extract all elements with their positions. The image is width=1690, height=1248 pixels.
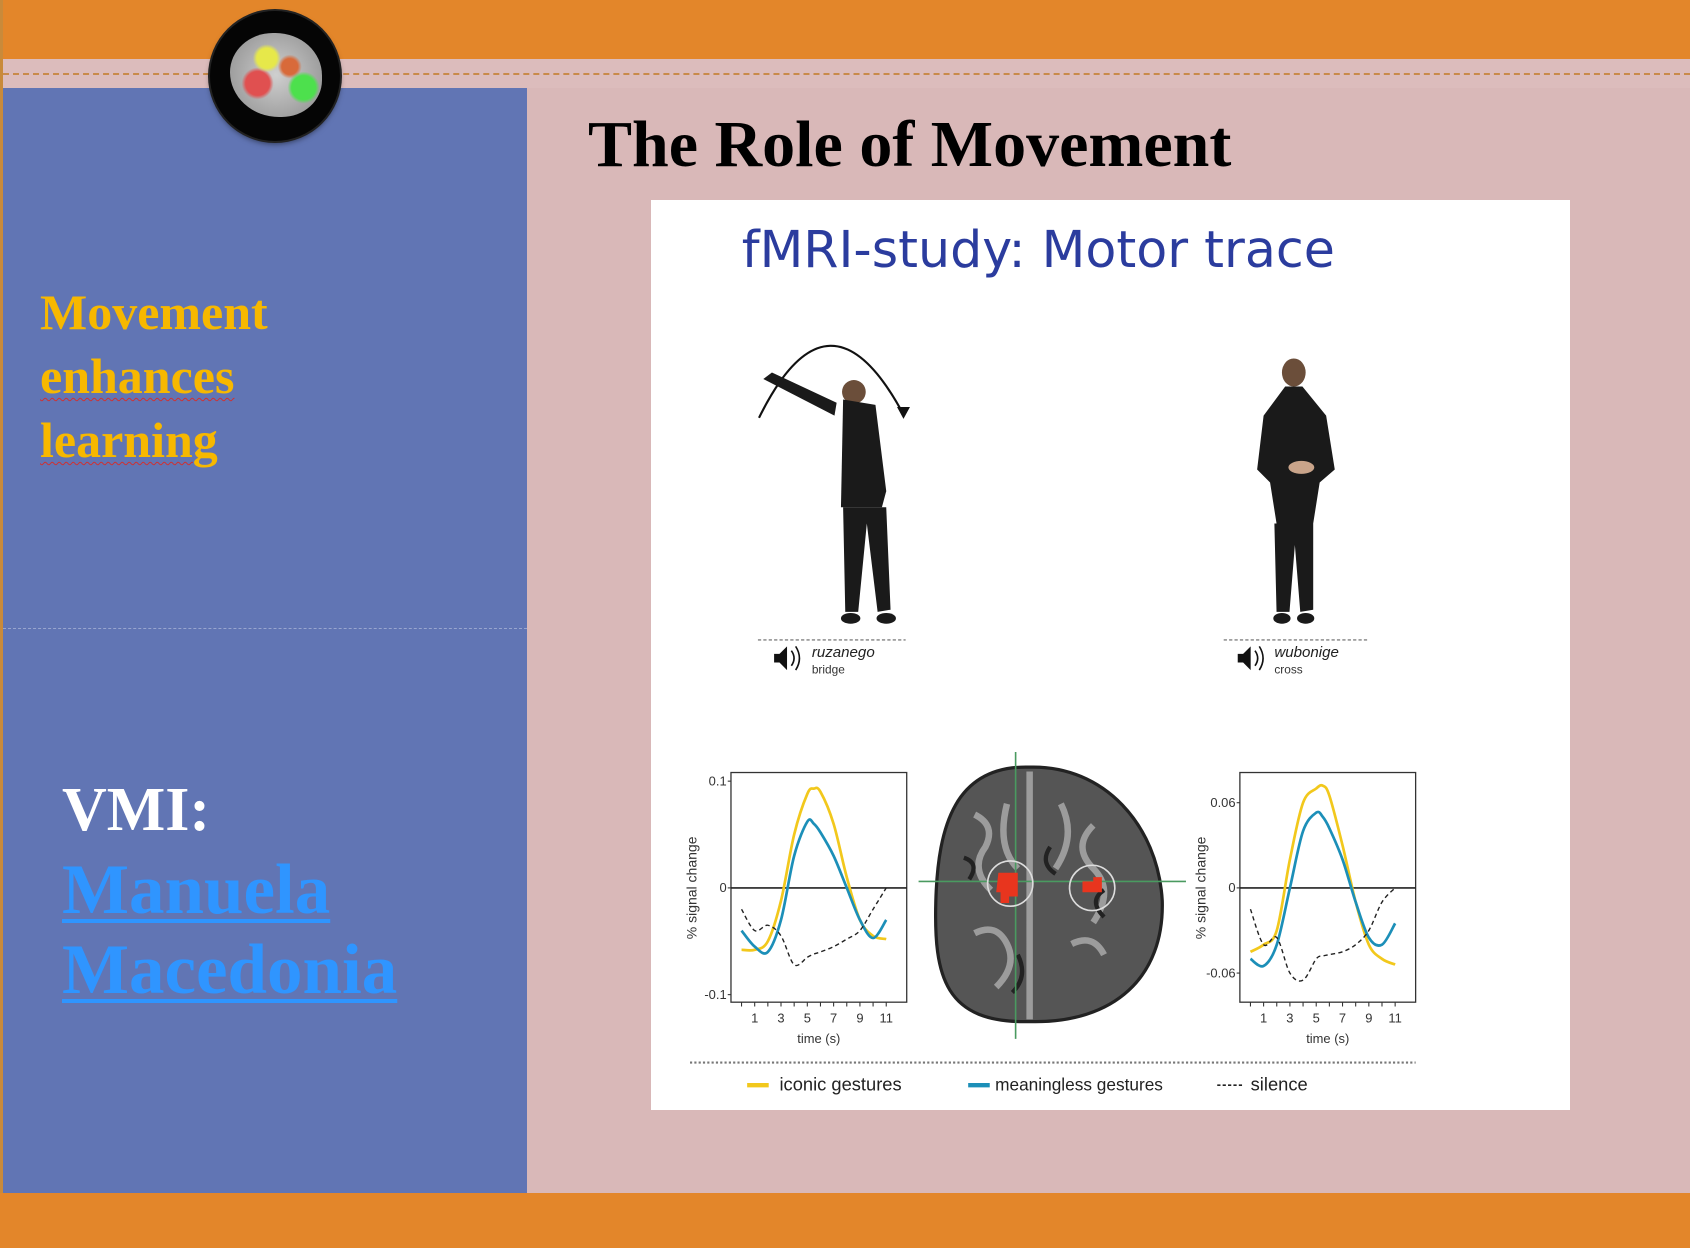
brain-logo-icon <box>210 11 340 141</box>
x-tick-label: 7 <box>830 1011 837 1026</box>
x-tick-label: 3 <box>777 1011 784 1026</box>
vmi-block: VMI: Manuela Macedonia <box>62 770 397 1010</box>
series-line-silence <box>740 887 887 967</box>
heading-line: Movement <box>40 284 268 340</box>
y-tick-label: 0 <box>719 880 726 895</box>
gesture-person-left <box>758 344 910 624</box>
speaker-icon[interactable] <box>774 645 801 671</box>
sidebar-panel <box>3 88 527 1193</box>
header-dashed-divider <box>3 73 1690 75</box>
arrow-head <box>897 407 910 419</box>
x-tick-label: 9 <box>856 1011 863 1026</box>
x-tick-label: 11 <box>1388 1011 1401 1026</box>
roi-circle <box>1068 864 1116 912</box>
x-axis-label: time (s) <box>1306 1031 1349 1046</box>
figure-title: fMRI-study: Motor trace <box>742 220 1335 279</box>
vmi-label: VMI: <box>62 776 211 844</box>
author-link[interactable]: Macedonia <box>62 931 398 1009</box>
series-line-silence <box>1249 887 1396 982</box>
movement-arc-arrow <box>758 344 905 419</box>
x-tick-label: 1 <box>751 1011 758 1026</box>
fmri-figure: fMRI-study: Motor trace ruzanego bridge <box>651 200 1570 1110</box>
y-tick-label: -0.1 <box>704 987 726 1002</box>
sidebar-heading: Movement enhances learning <box>40 280 268 472</box>
activation-blob <box>1082 877 1102 893</box>
x-tick-label: 1 <box>1260 1011 1267 1026</box>
slide-title: The Role of Movement <box>588 108 1232 181</box>
legend: iconic gestures meaningless gestures sil… <box>747 1074 1308 1095</box>
stimulus-word: wubonige <box>1274 644 1339 661</box>
heading-line: enhances <box>40 348 235 404</box>
y-tick-label: -0.06 <box>1206 965 1235 980</box>
x-tick-label: 3 <box>1286 1011 1293 1026</box>
author-link[interactable]: Manuela <box>62 851 331 929</box>
stimulus-translation: bridge <box>812 662 845 676</box>
y-axis-label: % signal change <box>683 836 699 939</box>
x-axis-label: time (s) <box>797 1031 840 1046</box>
guide-line <box>3 628 527 629</box>
y-tick-label: 0.06 <box>1210 795 1235 810</box>
gesture-person-right <box>1257 358 1335 624</box>
brain-image <box>230 33 322 117</box>
legend-label: meaningless gestures <box>995 1075 1163 1095</box>
activation-blob <box>996 872 1018 903</box>
stimulus-word: ruzanego <box>812 644 875 661</box>
series-line-meaningless-gestures <box>1249 810 1397 968</box>
x-tick-label: 5 <box>1313 1011 1320 1026</box>
bottom-orange-bar <box>0 1193 1690 1248</box>
legend-label: silence <box>1251 1074 1308 1095</box>
roi-circle <box>986 860 1034 908</box>
heading-line: learning <box>40 412 218 468</box>
head <box>842 380 866 404</box>
y-tick-label: 0.1 <box>709 773 727 788</box>
left-edge <box>0 0 3 1248</box>
series-line-iconic-gestures <box>1249 783 1396 966</box>
signal-chart-right: 0.06 0 -0.06 1 3 5 7 9 11 time (s) % signal change <box>1192 771 1417 1046</box>
series-line-meaningless-gestures <box>740 818 888 955</box>
fmri-figure-svg: fMRI-study: Motor trace ruzanego bridge <box>683 220 1417 1095</box>
signal-chart-left: 0.1 0 -0.1 1 3 5 7 9 11 time (s) % signal change <box>683 771 908 1046</box>
y-axis-label: % signal change <box>1192 836 1208 939</box>
stimulus-translation: cross <box>1274 662 1302 676</box>
brain-scan-image <box>918 752 1186 1039</box>
x-tick-label: 5 <box>804 1011 811 1026</box>
head <box>1281 358 1306 387</box>
x-tick-label: 9 <box>1365 1011 1372 1026</box>
legend-label: iconic gestures <box>779 1074 901 1095</box>
y-tick-label: 0 <box>1228 880 1235 895</box>
x-tick-label: 11 <box>880 1011 893 1026</box>
x-tick-label: 7 <box>1339 1011 1346 1026</box>
speaker-icon[interactable] <box>1237 645 1264 671</box>
